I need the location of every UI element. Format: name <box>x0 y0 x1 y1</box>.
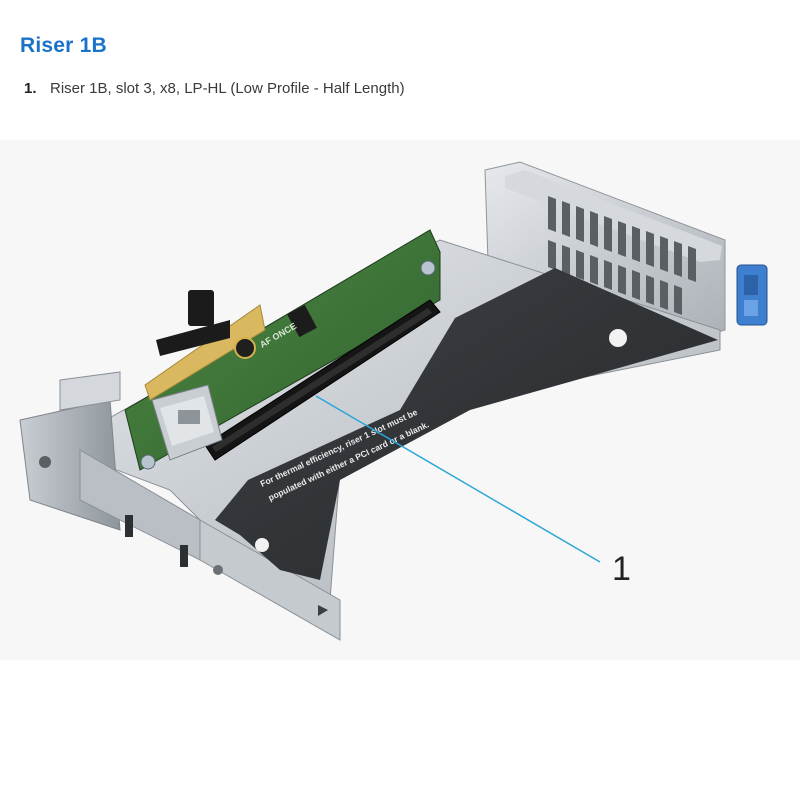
riser-illustration: For thermal efficiency, riser 1 slot mus… <box>0 140 800 660</box>
list-item: 1. Riser 1B, slot 3, x8, LP-HL (Low Profi… <box>24 80 405 97</box>
rear-bracket <box>484 161 726 341</box>
io-connector <box>151 384 223 461</box>
page-title: Riser 1B <box>20 34 107 57</box>
bracket-vent-slots <box>548 196 696 315</box>
standoff-post <box>156 290 230 356</box>
list-item-number: 1. <box>24 80 37 97</box>
callout-list: 1. Riser 1B, slot 3, x8, LP-HL (Low Profi… <box>24 80 405 97</box>
blue-latch <box>736 264 768 326</box>
callout-1: 1 <box>315 395 631 588</box>
callout-leader-line <box>315 395 601 563</box>
list-item-text: Riser 1B, slot 3, x8, LP-HL (Low Profile… <box>50 80 405 97</box>
callout-number: 1 <box>612 550 631 588</box>
pcie-x8-slot <box>204 299 441 461</box>
